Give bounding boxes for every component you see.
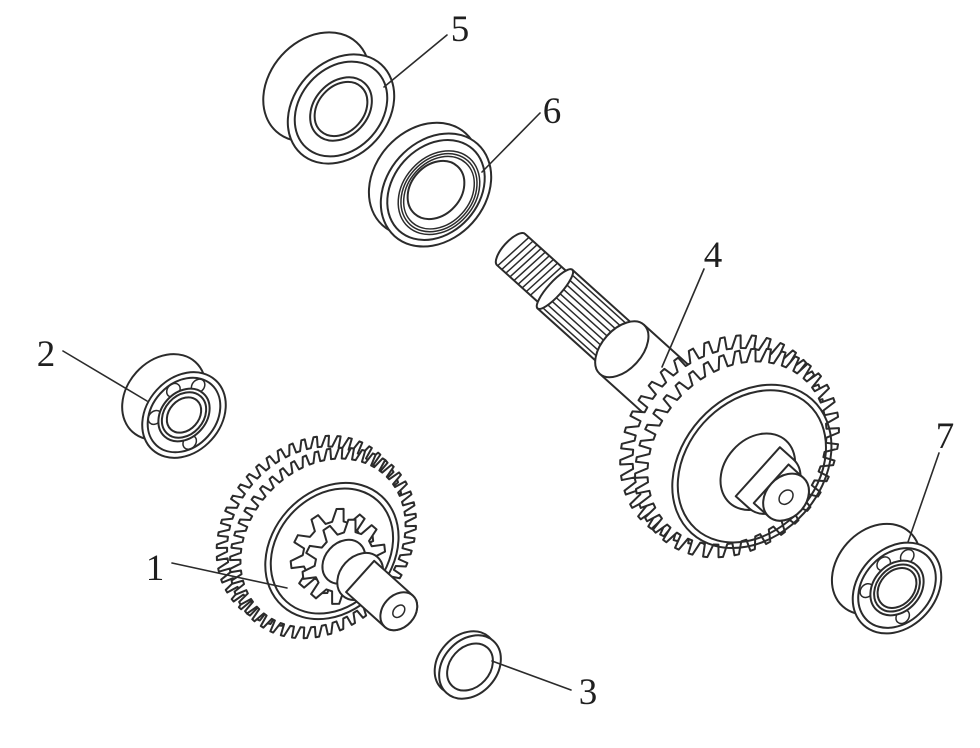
shaft <box>494 232 701 425</box>
gear-web-outer <box>671 383 833 550</box>
callout-label-4: 4 <box>704 235 723 276</box>
callout-label-1: 1 <box>146 548 165 589</box>
callout-label-7: 7 <box>936 416 955 457</box>
stub-end-face <box>379 591 419 632</box>
shaft-thread-lines <box>497 237 562 296</box>
shaft-spline-lines <box>543 275 634 364</box>
leader-line-7 <box>907 452 940 543</box>
bearing-ring-edge <box>293 60 389 158</box>
bearing-bore-outer <box>309 76 373 142</box>
part-ball-bearing-output <box>830 522 943 635</box>
part-oil-seal <box>367 121 493 248</box>
part-ball-bearing-large <box>262 31 396 165</box>
shaft-collar-end-face <box>594 320 650 379</box>
gear-stub-end-face <box>762 472 810 522</box>
shaft-gear <box>619 334 840 559</box>
part-counter-gear-assembly <box>215 434 419 640</box>
stub-center-hole <box>392 604 406 619</box>
leader-line-5 <box>383 34 448 88</box>
leader-line-6 <box>481 112 541 173</box>
bearing-outer-ring <box>286 53 396 165</box>
callouts: 1 2 3 4 5 6 7 <box>37 9 955 713</box>
leader-line-1 <box>171 562 288 589</box>
callout-label-5: 5 <box>451 9 470 50</box>
callout-label-3: 3 <box>579 672 598 713</box>
part-ball-bearing-small <box>121 353 227 459</box>
bearing-inner-race-outer <box>157 387 211 443</box>
gear-stub-center-hole <box>778 489 794 506</box>
part-washer <box>433 630 502 700</box>
part-gear-shaft-assembly <box>494 232 840 559</box>
seal-lip-2 <box>400 152 478 233</box>
pinion-teeth-front <box>301 518 387 605</box>
bearing-inner-race-inner <box>873 563 921 613</box>
seal-bore <box>406 159 466 221</box>
callout-label-6: 6 <box>543 91 562 132</box>
callout-label-2: 2 <box>37 334 56 375</box>
washer-outer <box>438 634 502 700</box>
leader-line-3 <box>491 660 572 691</box>
bearing-bore <box>165 396 203 434</box>
shaft-step-spline-end <box>535 268 575 310</box>
bearing-bore <box>876 567 918 609</box>
washer-inner <box>446 642 494 692</box>
leader-line-4 <box>661 268 705 368</box>
leader-line-2 <box>62 350 148 402</box>
bearing-bore-inner <box>313 80 369 138</box>
seal-lip-3 <box>402 155 476 230</box>
bearing-inner-race-inner <box>160 391 208 439</box>
bearing-ring-edge <box>146 376 222 454</box>
seal-ring-edge <box>386 139 486 241</box>
bearing-ring-edge <box>857 547 937 629</box>
